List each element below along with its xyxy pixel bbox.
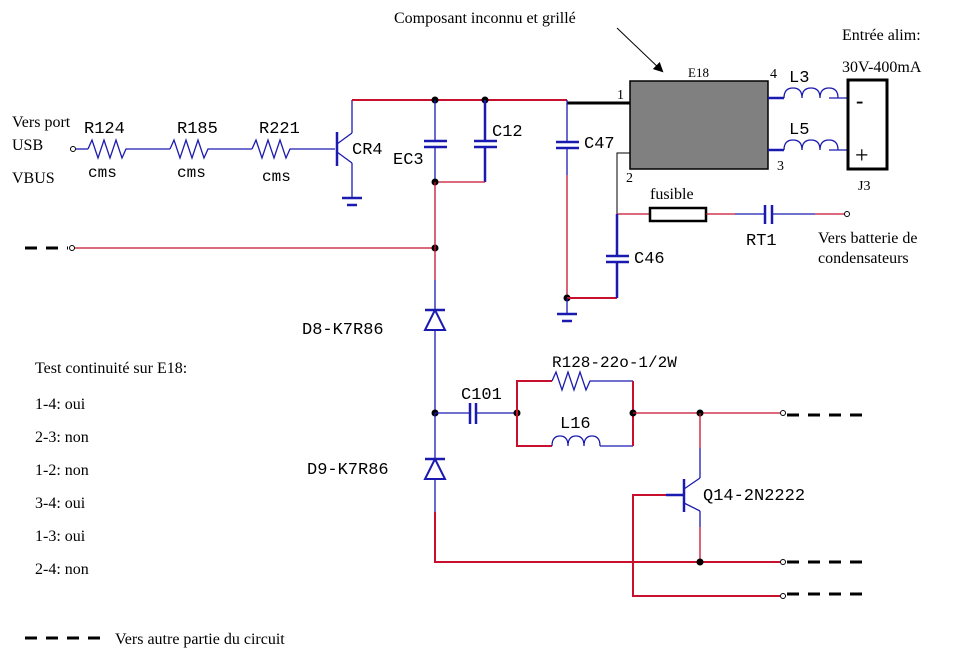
label-r128: R128-22o-1/2W xyxy=(552,354,677,372)
fuse xyxy=(648,206,708,223)
label-r185-cms: cms xyxy=(177,164,206,182)
transistor-q14 xyxy=(666,413,701,562)
capacitor-c12 xyxy=(474,100,497,182)
usb-label-line2: USB xyxy=(12,137,43,154)
label-cr4: CR4 xyxy=(352,141,383,160)
label-c12: C12 xyxy=(492,123,523,142)
diode-d8 xyxy=(423,280,447,410)
capacitor-c46 xyxy=(606,214,629,298)
inductor-l3 xyxy=(768,87,848,100)
inductor-l5 xyxy=(768,139,848,152)
label-r221: R221 xyxy=(259,120,300,139)
usb-label-line1: Vers port xyxy=(12,114,71,131)
continuity-result: 1-3: oui xyxy=(35,528,86,545)
label-c101: C101 xyxy=(461,386,502,405)
capacitor-c101 xyxy=(435,403,517,424)
pin-3-label: 3 xyxy=(777,159,784,174)
continuity-result: 2-4: non xyxy=(35,561,89,578)
label-d8: D8-K7R86 xyxy=(302,321,384,340)
label-c47: C47 xyxy=(584,135,615,154)
annotation-arrow xyxy=(616,27,664,73)
capacitor-rt1 xyxy=(763,205,845,224)
label-r124: R124 xyxy=(84,120,125,139)
label-r185: R185 xyxy=(177,120,218,139)
label-j3: J3 xyxy=(858,179,870,194)
battery-label-line1: Vers batterie de xyxy=(818,230,918,247)
label-r124-cms: cms xyxy=(88,164,117,182)
usb-terminal xyxy=(70,146,76,152)
pin-1-label: 1 xyxy=(617,88,624,103)
burnt-component-label: Composant inconnu et grillé xyxy=(394,10,576,27)
label-l16: L16 xyxy=(560,415,591,434)
continuity-result: 1-2: non xyxy=(35,462,89,479)
j3-plus-label: + xyxy=(855,143,869,169)
component-e18[interactable] xyxy=(629,80,769,170)
continuity-title: Test continuité sur E18: xyxy=(35,360,187,377)
continuity-result: 2-3: non xyxy=(35,429,89,446)
label-rt1: RT1 xyxy=(746,232,777,251)
inductor-l16 xyxy=(551,435,633,447)
pin-4-label: 4 xyxy=(770,67,777,82)
pin-2-label: 2 xyxy=(626,171,633,186)
label-d9: D9-K7R86 xyxy=(307,461,389,480)
continuity-result: 1-4: oui xyxy=(35,396,86,413)
diode-d9 xyxy=(423,413,447,512)
continuity-result: 3-4: oui xyxy=(35,495,86,512)
transistor-cr4 xyxy=(335,100,362,207)
resistor-r128 xyxy=(551,369,633,393)
label-c46: C46 xyxy=(634,250,665,269)
battery-terminal xyxy=(844,211,850,217)
resistor-chain xyxy=(70,137,335,161)
capacitor-ec3 xyxy=(424,100,447,182)
j3-minus-label: - xyxy=(856,88,863,113)
resistor-r124 xyxy=(87,137,170,161)
usb-label-line3: VBUS xyxy=(12,170,55,187)
label-l3: L3 xyxy=(789,69,809,88)
power-input-spec: 30V-400mA xyxy=(842,59,922,76)
label-l5: L5 xyxy=(789,121,809,140)
power-input-title: Entrée alim: xyxy=(842,27,921,44)
connector-j3[interactable] xyxy=(846,78,889,171)
legend-text: Vers autre partie du circuit xyxy=(115,631,285,648)
capacitor-c47 xyxy=(556,100,579,298)
label-e18: E18 xyxy=(688,65,709,80)
label-fuse: fusible xyxy=(650,186,694,203)
resistor-r221 xyxy=(251,137,335,161)
resistor-r185 xyxy=(169,137,252,161)
battery-label-line2: condensateurs xyxy=(818,250,909,267)
label-q14: Q14-2N2222 xyxy=(703,487,805,506)
label-r221-cms: cms xyxy=(262,168,291,186)
continuity-test-panel: Test continuité sur E18: 1-4: oui 2-3: n… xyxy=(35,360,187,578)
label-ec3: EC3 xyxy=(393,151,424,170)
